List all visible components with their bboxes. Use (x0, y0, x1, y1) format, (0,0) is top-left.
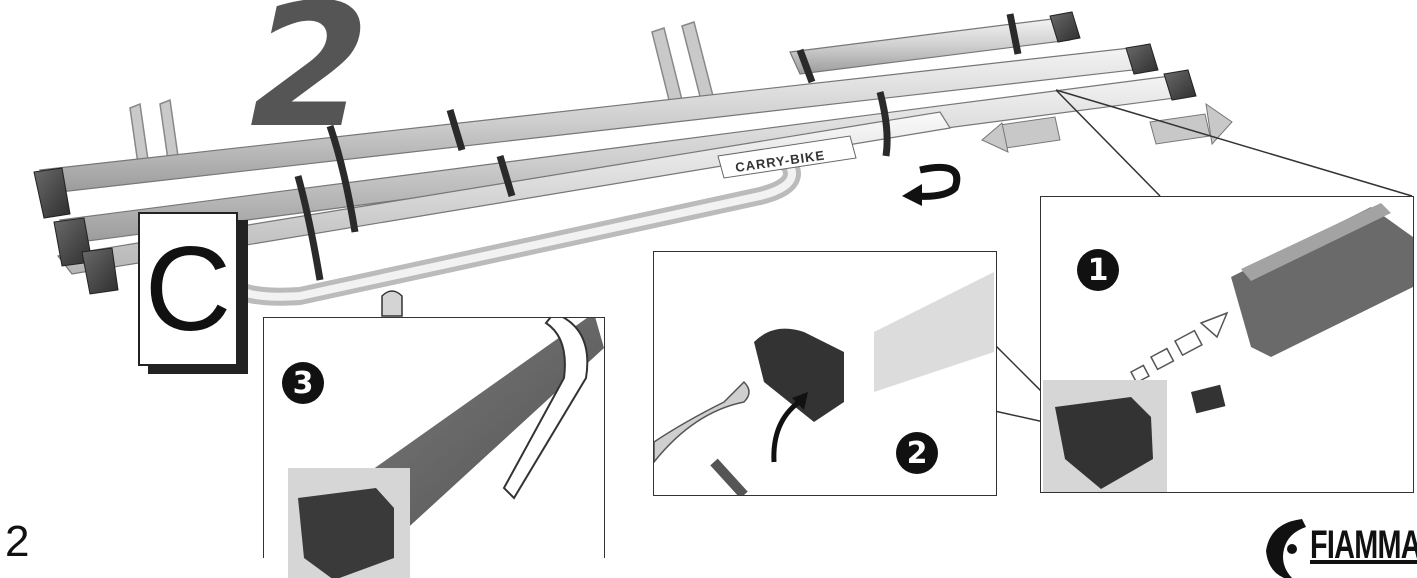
detail-panel-2: 2 (653, 251, 997, 496)
step-letter-box: C (138, 212, 238, 366)
detail-3-drawing (288, 318, 604, 578)
callout-3-number: 3 (282, 362, 324, 404)
detail-2-drawing (654, 272, 994, 495)
rotate-arrow-icon (902, 163, 961, 206)
slide-right-arrow-icon (1149, 102, 1233, 146)
step-letter: C (144, 222, 232, 356)
callout-1-number: 1 (1077, 249, 1119, 291)
callout-2-number: 2 (896, 432, 938, 474)
detail-panel-1: 1 (1040, 196, 1414, 493)
frame-uprights (129, 21, 715, 166)
clamp-knob (381, 290, 403, 317)
rail-end-caps (33, 11, 1197, 295)
detail-1-drawing (1043, 203, 1413, 492)
brand-mark-icon (1266, 519, 1306, 578)
brand-name: FIAMMA (1310, 523, 1417, 567)
lever-arrow-icon (771, 392, 808, 463)
detail-panel-3: 3 (263, 317, 605, 578)
wheel-rails (38, 17, 1192, 275)
rail-straps (294, 13, 1022, 281)
brand-logo: FIAMMA (1262, 515, 1417, 578)
page-number: 2 (5, 517, 30, 566)
insert-arrow-icon (1129, 311, 1229, 384)
slide-left-arrow-icon (981, 116, 1061, 153)
